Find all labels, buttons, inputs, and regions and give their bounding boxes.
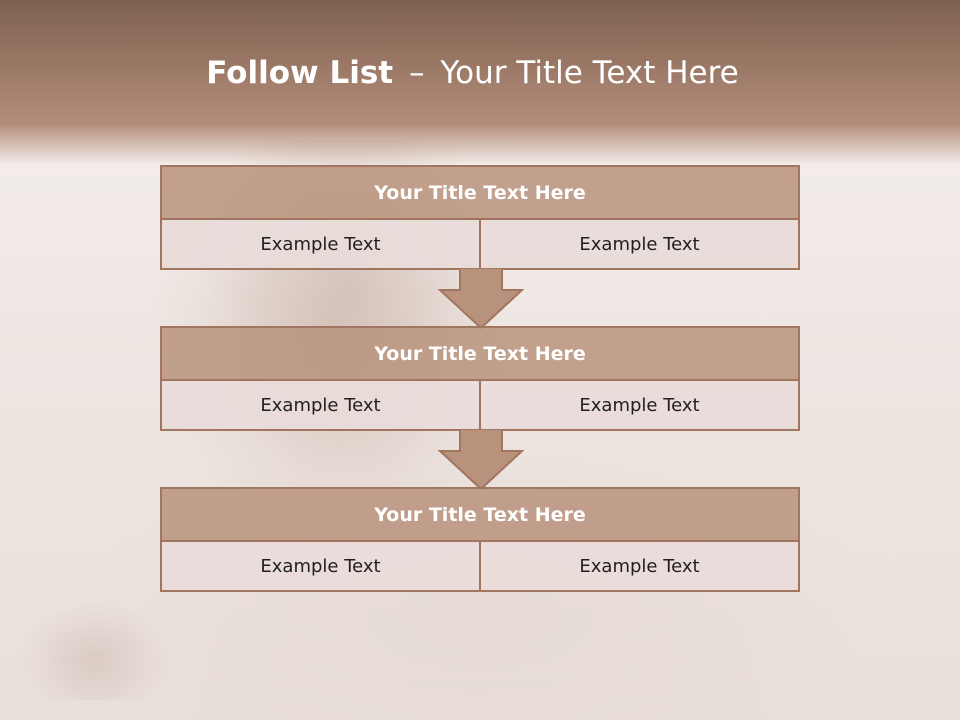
down-arrow-icon bbox=[438, 429, 524, 491]
block-cell-right: Example Text bbox=[479, 220, 800, 270]
block-title: Your Title Text Here bbox=[160, 165, 800, 220]
down-arrow-icon bbox=[438, 268, 524, 330]
block-title: Your Title Text Here bbox=[160, 326, 800, 381]
block-cells: Example Text Example Text bbox=[160, 381, 800, 431]
slide-title-bold: Follow List bbox=[206, 55, 394, 91]
block-title: Your Title Text Here bbox=[160, 487, 800, 542]
block-cells: Example Text Example Text bbox=[160, 220, 800, 270]
block-cell-left: Example Text bbox=[160, 381, 481, 431]
list-block-3: Your Title Text Here Example Text Exampl… bbox=[160, 487, 800, 592]
block-cell-right: Example Text bbox=[479, 542, 800, 592]
block-cells: Example Text Example Text bbox=[160, 542, 800, 592]
header-band bbox=[0, 0, 960, 165]
slide-title: Follow List – Your Title Text Here bbox=[0, 55, 945, 91]
block-cell-left: Example Text bbox=[160, 542, 481, 592]
slide-title-rest: Your Title Text Here bbox=[440, 55, 739, 91]
list-block-2: Your Title Text Here Example Text Exampl… bbox=[160, 326, 800, 431]
block-cell-right: Example Text bbox=[479, 381, 800, 431]
block-cell-left: Example Text bbox=[160, 220, 481, 270]
list-block-1: Your Title Text Here Example Text Exampl… bbox=[160, 165, 800, 270]
background-foot bbox=[20, 600, 170, 700]
slide-title-separator: – bbox=[408, 55, 425, 91]
